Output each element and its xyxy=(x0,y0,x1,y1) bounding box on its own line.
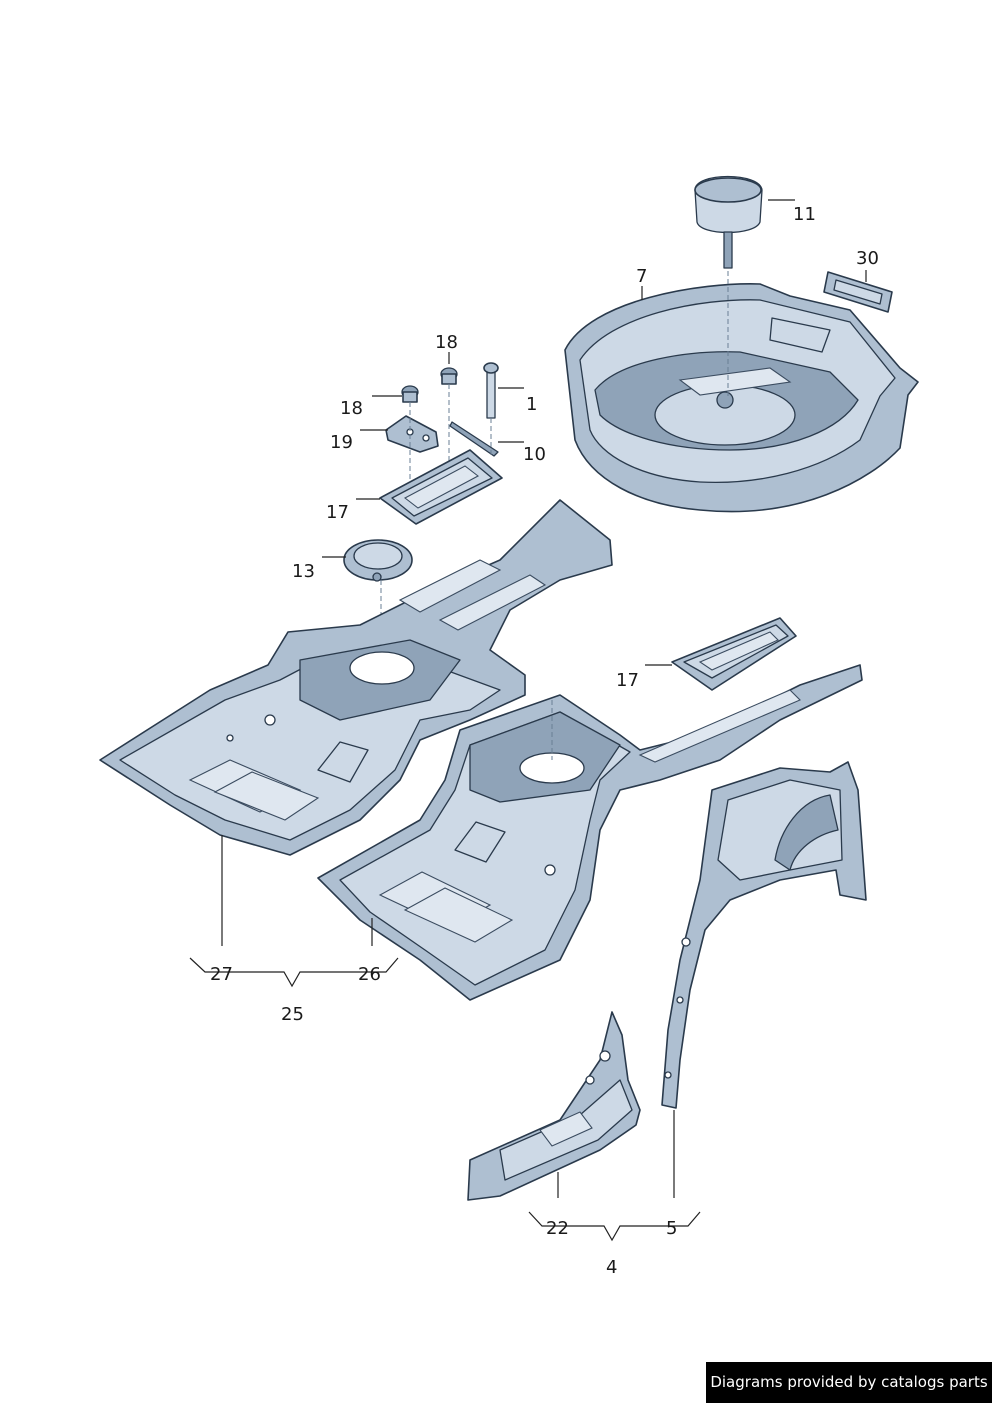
battery-tray-upper xyxy=(379,449,503,525)
callout-5: 5 xyxy=(666,1218,677,1239)
footer-credit: Diagrams provided by catalogs parts xyxy=(706,1362,992,1403)
callout-17-lower: 17 xyxy=(616,670,639,691)
leader-lines xyxy=(189,199,867,1242)
callout-19: 19 xyxy=(330,432,353,453)
callout-30: 30 xyxy=(856,248,879,269)
wheel-house xyxy=(661,761,867,1109)
battery-tray-lower xyxy=(671,617,797,691)
callout-18-lower: 18 xyxy=(340,398,363,419)
callout-labels: 11 7 30 18 18 1 19 10 17 13 17 27 26 25 … xyxy=(210,204,879,1278)
callout-27: 27 xyxy=(210,964,233,985)
callout-11: 11 xyxy=(793,204,816,225)
callout-13: 13 xyxy=(292,561,315,582)
callout-18-upper: 18 xyxy=(435,332,458,353)
floor-pan-left xyxy=(99,499,613,856)
callout-22: 22 xyxy=(546,1218,569,1239)
fasteners xyxy=(385,362,499,500)
spare-wheel-bolt xyxy=(694,175,763,269)
callout-25: 25 xyxy=(281,1004,304,1025)
callout-1: 1 xyxy=(526,394,537,415)
callout-4: 4 xyxy=(606,1257,617,1278)
spare-wheel-well xyxy=(564,270,919,513)
callout-17-upper: 17 xyxy=(326,502,349,523)
floor-pan-right xyxy=(317,664,863,1001)
callout-7: 7 xyxy=(636,266,647,287)
grommet xyxy=(823,271,893,313)
cover-cap xyxy=(343,539,413,665)
callout-26: 26 xyxy=(358,964,381,985)
callout-10: 10 xyxy=(523,444,546,465)
side-member xyxy=(467,1011,641,1201)
